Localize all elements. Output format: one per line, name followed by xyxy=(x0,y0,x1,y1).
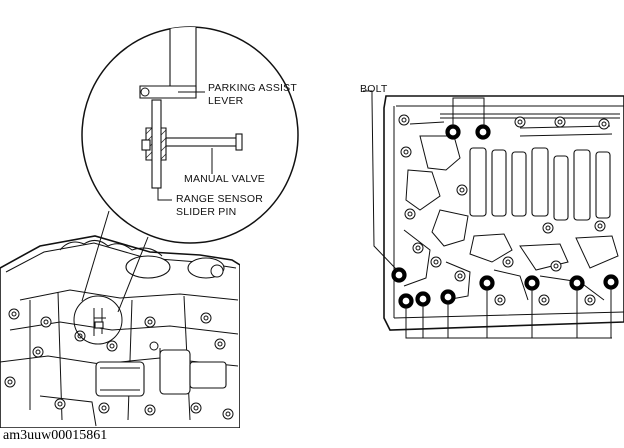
magnifier-leader-line xyxy=(81,210,110,302)
bolt-marker xyxy=(440,289,456,305)
bolt-marker xyxy=(569,275,585,291)
bolt-marker xyxy=(475,124,491,140)
bolt-label: BOLT xyxy=(360,83,388,95)
range-sensor-label-line2: SLIDER PIN xyxy=(176,206,236,218)
bolt-leader-lines xyxy=(363,90,612,339)
range-sensor-leader xyxy=(157,188,172,201)
magnified-detail-view xyxy=(81,26,299,244)
range-sensor-label-line1: RANGE SENSOR xyxy=(176,193,263,205)
bolt-marker xyxy=(524,275,540,291)
bolt-marker xyxy=(398,293,414,309)
parking-assist-lever-label-line2: LEVER xyxy=(208,95,244,107)
bolt-marker xyxy=(603,274,619,290)
bolt-marker xyxy=(445,124,461,140)
bolt-marker xyxy=(391,267,407,283)
figure-caption: am3uuw00015861 xyxy=(3,428,108,443)
highlighted-bolts xyxy=(391,124,619,309)
transmission-case-illustration xyxy=(0,235,240,428)
bolt-marker xyxy=(415,291,431,307)
manual-valve-label: MANUAL VALVE xyxy=(184,173,265,185)
magnifier-leader-line xyxy=(117,236,149,313)
parking-assist-lever-label-line1: PARKING ASSIST xyxy=(208,82,297,94)
bolt-marker xyxy=(479,275,495,291)
